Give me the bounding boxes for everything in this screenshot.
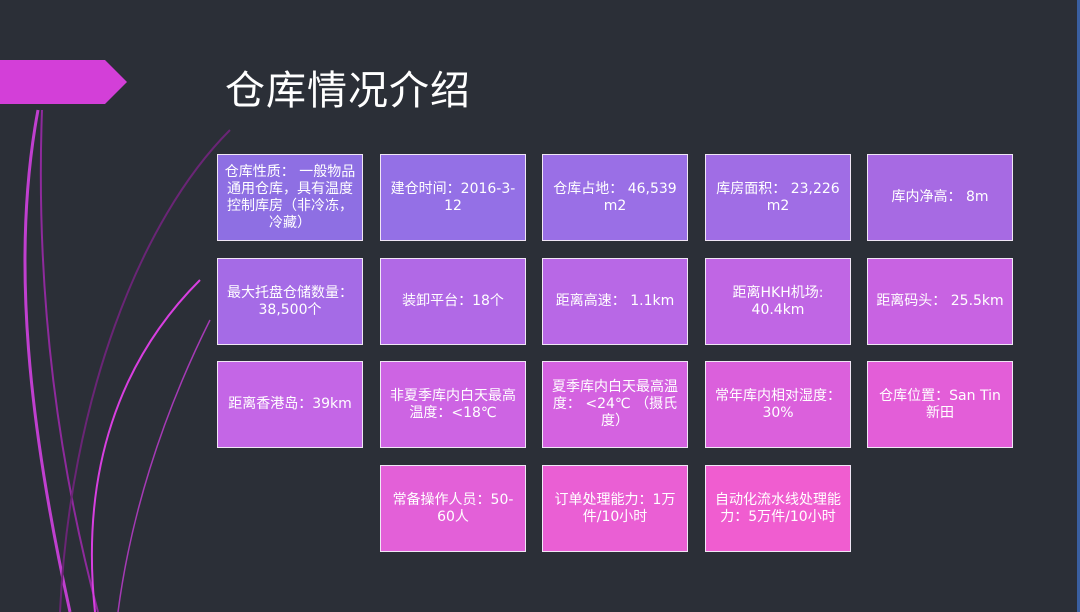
info-tile-pallet-capacity: 最大托盘仓储数量：38,500个 xyxy=(217,258,363,345)
swoosh-line-2 xyxy=(39,109,99,612)
info-tile-loading-docks: 装卸平台：18个 xyxy=(380,258,526,345)
info-tile-staff: 常备操作人员：50-60人 xyxy=(380,465,526,552)
info-tile-build-date: 建仓时间：2016-3-12 xyxy=(380,154,526,241)
swoosh-line-3 xyxy=(90,279,201,612)
info-tile-hk-island-distance: 距离香港岛：39km xyxy=(217,361,363,448)
swoosh-line-4 xyxy=(59,129,231,612)
info-tile-warehouse-nature: 仓库性质： 一般物品通用仓库，具有温度控制库房（非冷冻，冷藏） xyxy=(217,154,363,241)
info-tile-humidity: 常年库内相对湿度：30% xyxy=(705,361,851,448)
swoosh-line-5 xyxy=(117,319,211,612)
info-tile-automation-capacity: 自动化流水线处理能力：5万件/10小时 xyxy=(705,465,851,552)
info-tile-airport-distance: 距离HKH机场: 40.4km xyxy=(705,258,851,345)
info-tile-site-area: 仓库占地： 46,539 m2 xyxy=(542,154,688,241)
info-tile-summer-temp: 夏季库内白天最高温度： <24℃ （摄氏度） xyxy=(542,361,688,448)
info-tile-order-capacity: 订单处理能力：1万件/10小时 xyxy=(542,465,688,552)
page-title: 仓库情况介绍 xyxy=(225,68,471,114)
title-arrow-shape xyxy=(0,60,127,104)
swoosh-line-1 xyxy=(23,109,72,612)
right-edge-bar xyxy=(1077,0,1080,612)
info-tile-floor-area: 库房面积： 23,226 m2 xyxy=(705,154,851,241)
info-tile-pier-distance: 距离码头： 25.5km xyxy=(867,258,1013,345)
info-tile-clear-height: 库内净高： 8m xyxy=(867,154,1013,241)
info-tile-location: 仓库位置：San Tin 新田 xyxy=(867,361,1013,448)
info-tile-non-summer-temp: 非夏季库内白天最高温度：<18℃ xyxy=(380,361,526,448)
info-tile-highway-distance: 距离高速： 1.1km xyxy=(542,258,688,345)
